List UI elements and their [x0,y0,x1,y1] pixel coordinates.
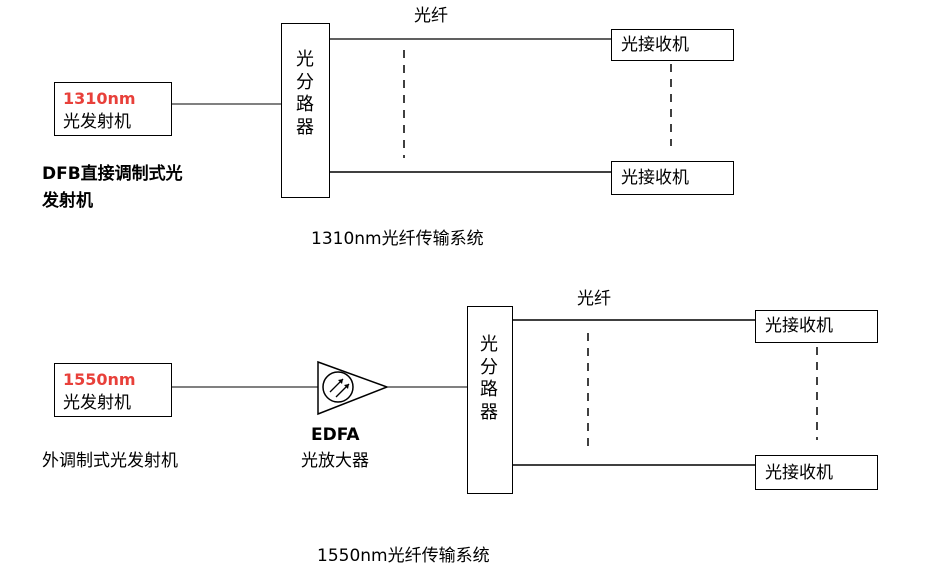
fiber-1-label: 光纤 [414,6,448,26]
system-2-caption: 1550nm光纤传输系统 [317,546,490,566]
receiver-1-bottom-label: 光接收机 [621,168,689,188]
receiver-1-top-box: 光接收机 [611,29,734,61]
splitter-2-box: 光 分 路 器 [467,306,513,494]
fiber-2-label: 光纤 [577,289,611,309]
splitter-1-label: 光 分 路 器 [296,49,314,138]
receiver-2-top-label: 光接收机 [765,316,833,336]
transmitter-1550-label: 光发射机 [63,393,131,413]
edfa-amplifier-circle [322,371,354,403]
transmitter-1550-desc: 外调制式光发射机 [42,451,178,471]
receiver-1-top-label: 光接收机 [621,35,689,55]
edfa-label: EDFA [311,425,360,445]
transmitter-1310-wavelength: 1310nm [63,89,136,108]
receiver-1-bottom-box: 光接收机 [611,161,734,195]
transmitter-1550-wavelength: 1550nm [63,370,136,389]
edfa-desc: 光放大器 [301,451,369,471]
receiver-2-bottom-box: 光接收机 [755,455,878,490]
transmitter-1550-box: 1550nm 光发射机 [54,363,172,417]
splitter-1-box: 光 分 路 器 [281,23,330,198]
transmitter-1310-desc-line1: DFB直接调制式光 [42,164,183,184]
splitter-2-label: 光 分 路 器 [480,334,498,423]
transmitter-1310-label: 光发射机 [63,112,131,132]
transmitter-1310-desc-line2: 发射机 [42,191,93,211]
receiver-2-bottom-label: 光接收机 [765,463,833,483]
transmitter-1310-box: 1310nm 光发射机 [54,82,172,136]
receiver-2-top-box: 光接收机 [755,310,878,343]
system-1-caption: 1310nm光纤传输系统 [311,229,484,249]
